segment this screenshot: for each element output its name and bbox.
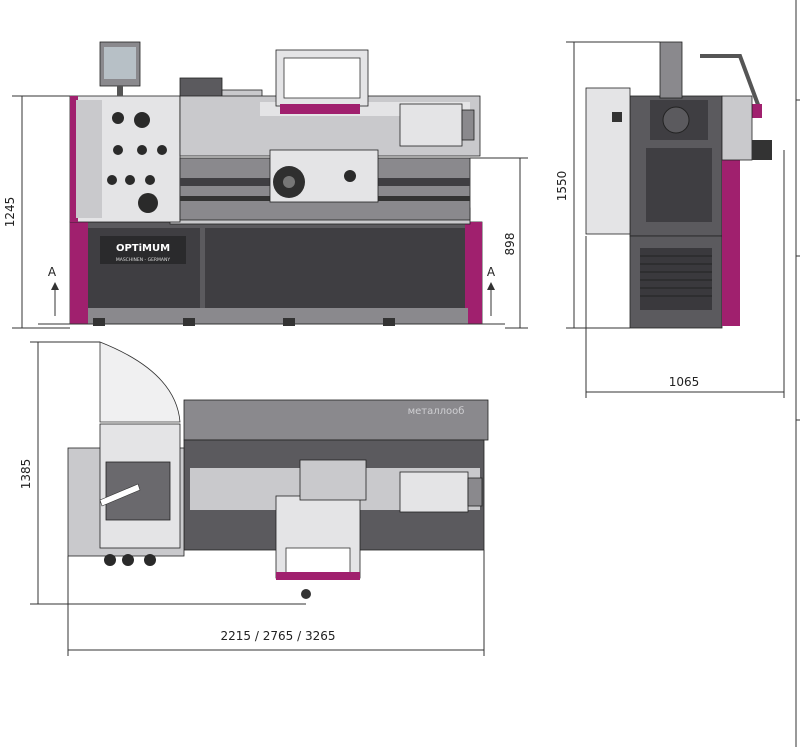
dimension-front-height-spindle: 898 — [470, 157, 528, 329]
dimension-top-lengths: 2215 / 2765 / 3265 — [67, 550, 485, 656]
side-mast — [659, 41, 683, 99]
side-view — [585, 41, 772, 329]
headstock-knob — [134, 112, 150, 128]
front-logo-badge — [100, 236, 186, 264]
section-mark-right: A — [487, 265, 496, 279]
front-tailstock — [399, 103, 463, 147]
brand-logo-text: OPTiMUM — [116, 243, 170, 254]
headstock-knob — [157, 145, 167, 155]
dim-1385-label: 1385 — [19, 459, 33, 490]
top-view: металлооб — [67, 341, 489, 599]
headstock-knob — [137, 145, 147, 155]
headstock-knob — [112, 112, 124, 124]
dim-lengths-label: 2215 / 2765 / 3265 — [221, 629, 336, 643]
headstock-knob — [138, 193, 158, 213]
dimension-side-depth: 1065 — [585, 150, 785, 398]
top-splash-guard — [183, 399, 489, 441]
headstock-knob — [107, 175, 117, 185]
brand-tagline-text: MASCHINEN - GERMANY — [116, 257, 171, 263]
section-mark-left: A — [48, 265, 57, 279]
watermark-text: металлооб — [408, 406, 465, 417]
dimension-front-height-total: 1245 — [3, 95, 70, 329]
top-tailstock — [399, 471, 469, 513]
dim-1245-label: 1245 — [3, 197, 17, 228]
dimension-side-height: 1550 — [555, 41, 660, 329]
front-view: OPTiMUM MASCHINEN - GERMANY — [38, 41, 505, 326]
dimension-top-depth: 1385 — [19, 341, 306, 605]
headstock-knob — [145, 175, 155, 185]
side-panel — [585, 87, 631, 235]
dim-1550-label: 1550 — [555, 171, 569, 202]
dim-898-label: 898 — [503, 233, 517, 256]
headstock-knob — [113, 145, 123, 155]
headstock-knob — [125, 175, 135, 185]
dim-1065-label: 1065 — [669, 375, 700, 389]
top-chuck-guard-arc — [99, 341, 181, 423]
